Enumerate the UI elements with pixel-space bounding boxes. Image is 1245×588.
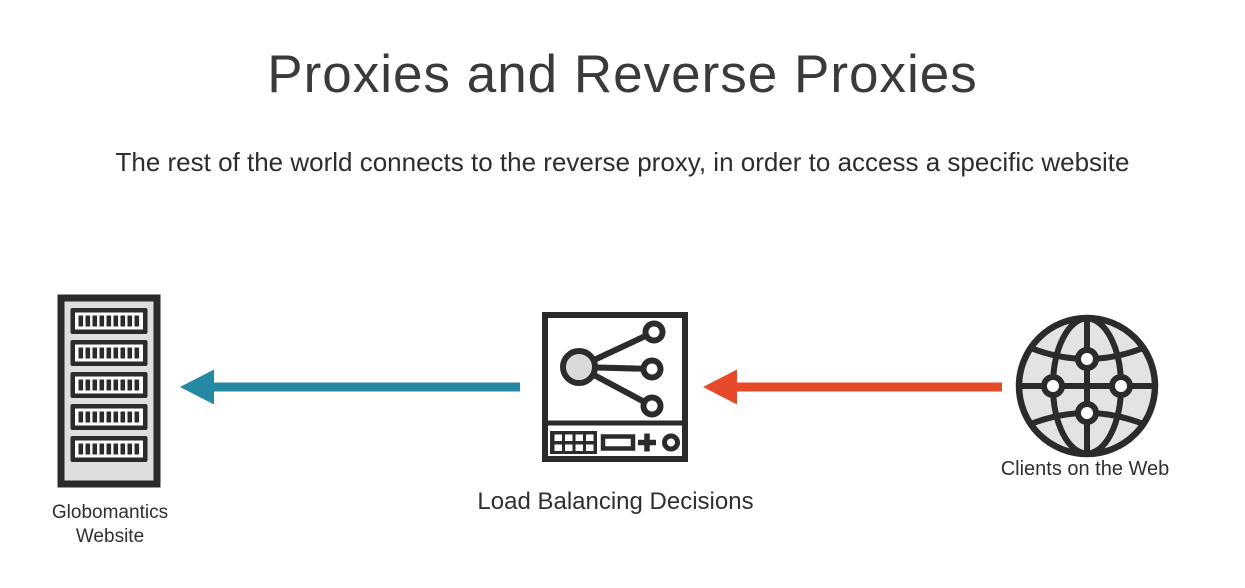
server-rack-icon <box>57 294 161 488</box>
clients-node-label: Clients on the Web <box>1000 458 1170 480</box>
clients-to-lb-arrow <box>703 369 1002 405</box>
server-label-line2: Website <box>75 525 145 547</box>
server-node-label: Globomantics Website <box>20 501 200 549</box>
load-balancer-node-label: Load Balancing Decisions <box>477 488 754 515</box>
globe-icon <box>1015 314 1159 458</box>
page-title: Proxies and Reverse Proxies <box>267 45 978 104</box>
subtitle: The rest of the world connects to the re… <box>115 147 1130 177</box>
lb-to-server-arrow <box>180 369 520 405</box>
server-label-line1: Globomantics <box>51 502 169 523</box>
load-balancer-icon <box>542 312 688 462</box>
